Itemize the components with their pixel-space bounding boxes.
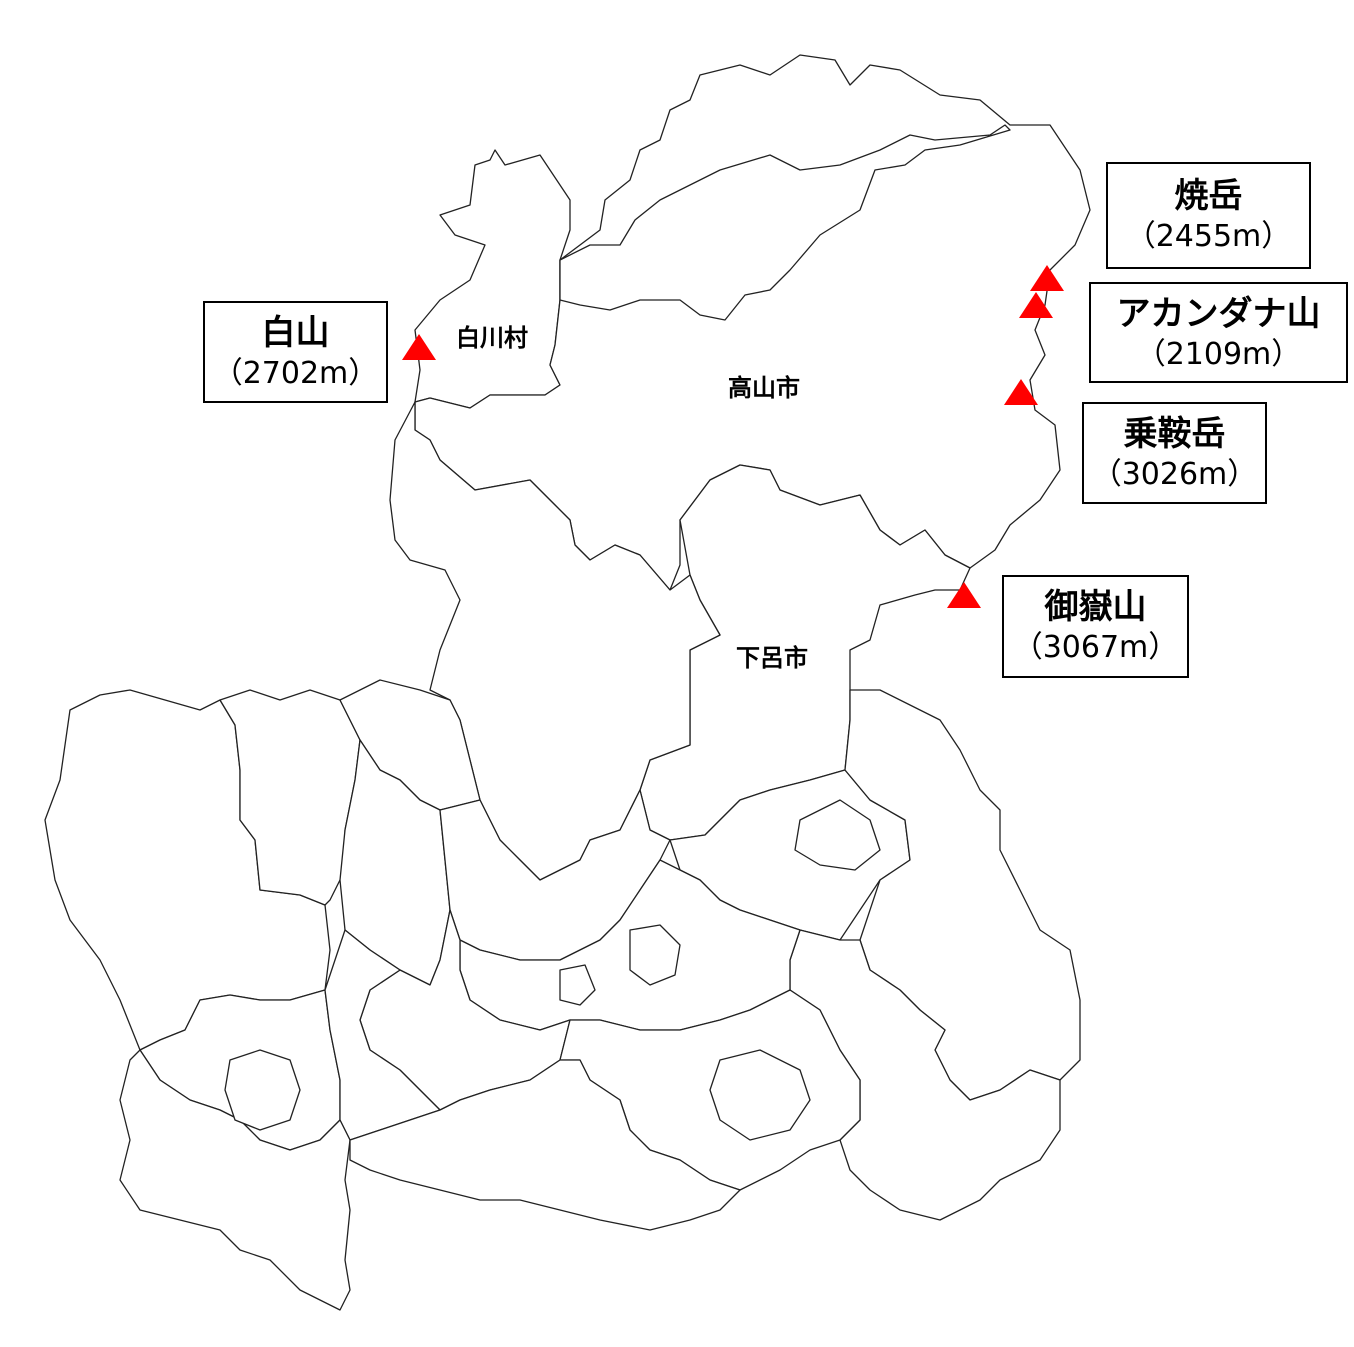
peak-label-hakusan: 白山 （2702m） (203, 301, 388, 403)
peak-name: 御嶽山 (1044, 587, 1147, 627)
peak-marker-ontake (947, 582, 981, 608)
region-southwest-3 (119, 1049, 351, 1311)
peak-marker-akandana (1019, 292, 1053, 318)
peak-elevation: （2455m） (1125, 219, 1292, 254)
peak-marker-yakedake (1030, 265, 1064, 291)
place-label-shirakawa: 白川村 (456, 324, 528, 352)
region-west-3 (219, 689, 361, 906)
peak-label-yakedake: 焼岳 （2455m） (1106, 162, 1311, 269)
peak-marker-norikura (1004, 379, 1038, 405)
region-small-4 (794, 799, 881, 871)
region-small-2 (559, 964, 596, 1006)
peak-name: アカンダナ山 (1116, 294, 1321, 334)
region-small-5 (709, 1049, 811, 1141)
peak-name: 焼岳 (1174, 176, 1243, 216)
peak-label-norikura: 乗鞍岳 （3026m） (1082, 402, 1267, 504)
peak-label-ontake: 御嶽山 （3067m） (1002, 575, 1189, 678)
region-southwest-2 (324, 929, 441, 1141)
peak-marker-hakusan (402, 334, 436, 360)
region-small-1 (224, 1049, 301, 1131)
peak-elevation: （2109m） (1135, 337, 1302, 372)
peak-name: 乗鞍岳 (1123, 414, 1226, 454)
peak-name: 白山 (261, 313, 330, 353)
peak-elevation: （3026m） (1091, 457, 1258, 492)
place-label-gero: 下呂市 (736, 644, 808, 672)
peak-label-akandana: アカンダナ山 （2109m） (1089, 282, 1348, 383)
peak-elevation: （3067m） (1012, 630, 1179, 665)
place-label-takayama: 高山市 (728, 374, 800, 402)
region-takayama-north (559, 124, 1011, 321)
peak-elevation: （2702m） (212, 356, 379, 391)
region-south-4 (349, 1059, 741, 1231)
region-small-3 (629, 924, 681, 986)
